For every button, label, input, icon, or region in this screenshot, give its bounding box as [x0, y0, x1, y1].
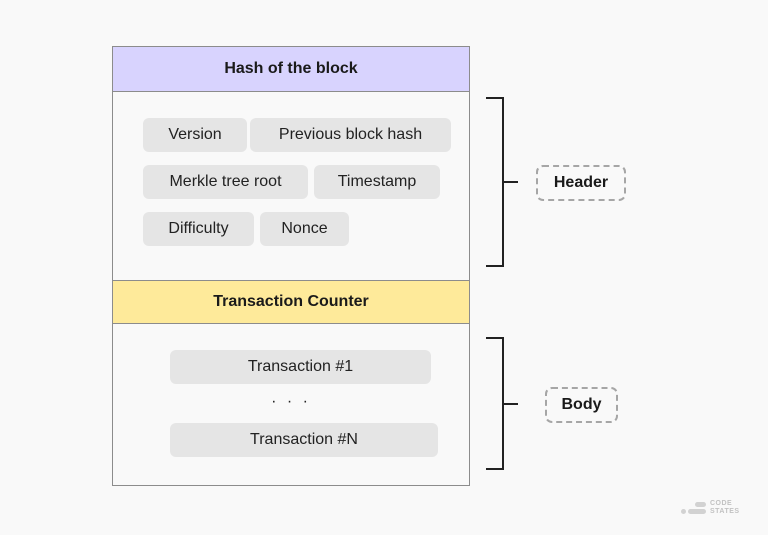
header-label: Header: [536, 165, 626, 201]
code-states-logo: CODE STATES: [681, 498, 745, 518]
header-bracket: [486, 97, 504, 267]
difficulty-field: Difficulty: [143, 212, 254, 246]
transaction-first: Transaction #1: [170, 350, 431, 384]
hash-of-block-band: Hash of the block: [113, 47, 469, 92]
timestamp-field: Timestamp: [314, 165, 440, 199]
transaction-counter-band: Transaction Counter: [113, 280, 469, 324]
header-bracket-tick: [504, 181, 518, 183]
logo-text-states: STATES: [710, 508, 740, 515]
logo-mark-icon: [681, 501, 707, 515]
body-label: Body: [545, 387, 618, 423]
block-diagram: Hash of the block Version Previous block…: [112, 46, 470, 486]
merkle-tree-root-field: Merkle tree root: [143, 165, 308, 199]
previous-block-hash-field: Previous block hash: [250, 118, 451, 152]
nonce-field: Nonce: [260, 212, 349, 246]
transaction-ellipsis: · · ·: [271, 393, 311, 410]
logo-text-code: CODE: [710, 500, 733, 507]
body-bracket-tick: [504, 403, 518, 405]
transaction-last: Transaction #N: [170, 423, 438, 457]
version-field: Version: [143, 118, 247, 152]
body-bracket: [486, 337, 504, 470]
